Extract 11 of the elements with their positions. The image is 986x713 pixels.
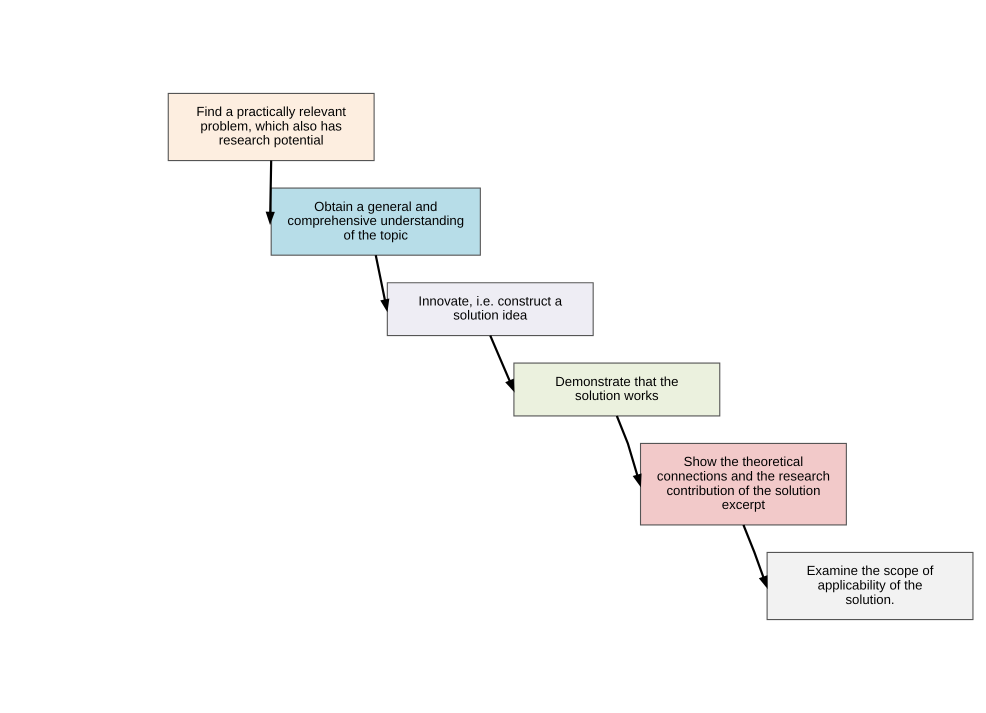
node-box: Demonstrate that the solution works [513,362,720,416]
node-box: Find a practically relevant problem, which also has research potential [168,92,375,162]
arrow [742,524,768,590]
arrow [374,255,390,312]
arrow [266,160,275,225]
arrow [616,416,642,488]
node-box: Obtain a general and comprehensive understanding of the topic [270,188,481,256]
arrow [489,335,515,393]
node-box: Innovate, i.e. construct a solution idea [386,282,594,336]
node-box: Examine the scope of applicability of the solution. [766,552,974,620]
node-box: Show the theoretical connections and the research contribution of the solution excerpt [640,442,847,526]
